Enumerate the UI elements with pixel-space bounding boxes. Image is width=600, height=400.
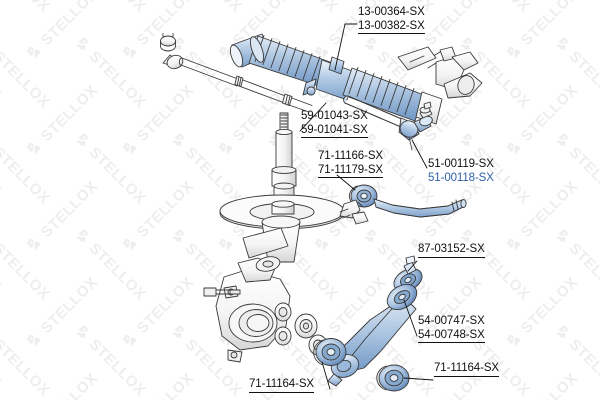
part-number: 51-00118-SX (428, 171, 494, 184)
part-number: 13-00364-SX (358, 6, 425, 18)
part-number: 54-00748-SX (418, 328, 485, 341)
control-arm-front-bushing-left (313, 338, 347, 366)
part-number: 71-11166-SX (318, 150, 383, 162)
steering-rack-assembly (229, 33, 483, 128)
label-87-03152-sx: 87-03152-SX (418, 243, 485, 258)
control-arm-front-bushing-right (376, 364, 410, 392)
part-number: 87-03152-SX (418, 243, 485, 255)
lower-control-arm (327, 255, 423, 392)
part-number: 71-11164-SX (249, 378, 314, 390)
part-number: 71-11179-SX (318, 163, 383, 176)
outer-tie-rod-end (398, 101, 433, 151)
part-number: 59-01041-SX (301, 123, 368, 136)
part-number: 71-11164-SX (434, 362, 499, 374)
part-number: 59-01043-SX (301, 110, 368, 122)
left-tie-rod-assembly (160, 33, 313, 113)
rack-boot-right (342, 67, 425, 122)
stabilizer-bar (339, 184, 467, 225)
steering-knuckle (203, 256, 328, 363)
part-number: 13-00382-SX (358, 19, 425, 32)
rack-centre-housing (302, 56, 353, 101)
part-number: 54-00747-SX (418, 315, 485, 327)
label-71-11164-sx-right: 71-11164-SX (434, 362, 499, 377)
label-71-11164-sx-left: 71-11164-SX (249, 378, 314, 393)
part-number: 51-00119-SX (428, 158, 494, 170)
